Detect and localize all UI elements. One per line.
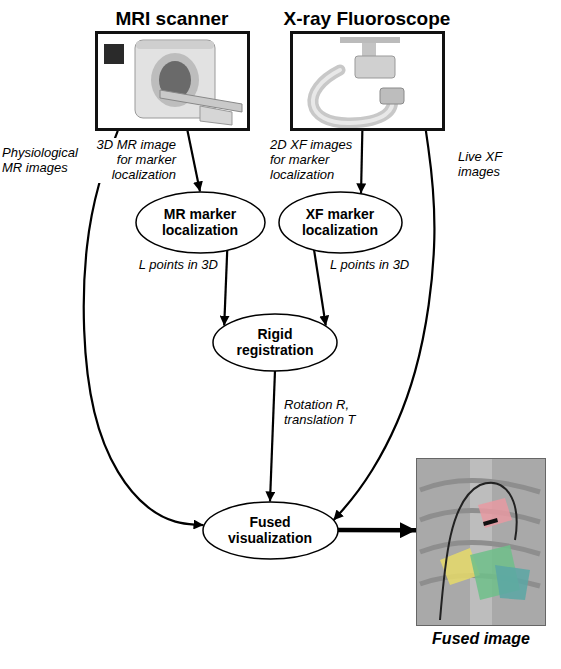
edge-label: L points in 3D [330, 258, 430, 273]
flow-arrow [224, 250, 227, 326]
fluoro-background [417, 459, 545, 625]
picture-frame [95, 31, 250, 131]
device-panel: MRI scanner [93, 8, 252, 131]
node-label: XF marker localization [295, 206, 385, 238]
process-ellipse: Fused visualization [202, 501, 339, 560]
device-heading: Fused image [414, 629, 548, 648]
ellipse-shape [279, 192, 402, 253]
edge-label: L points in 3D [124, 258, 218, 273]
flow-arrow [270, 371, 275, 502]
x-ray-tube [380, 88, 404, 104]
node-label: MR marker localization [153, 206, 248, 238]
node-label: Rigid registration [232, 326, 319, 358]
catheter-marker [483, 518, 498, 526]
mri-scanner-picture [104, 40, 242, 125]
edge-label: Live XF images [458, 150, 520, 180]
flow-arrow [188, 131, 201, 192]
edge-label: Physiological MR images [2, 146, 88, 176]
picture-frame [416, 458, 546, 626]
ellipse-shape [203, 502, 338, 559]
table-base [200, 106, 232, 125]
device-panel: Fused image [414, 458, 548, 648]
scanner-screen [104, 44, 124, 64]
overlay-region [478, 498, 512, 528]
ellipse-shape [213, 314, 337, 371]
thick-arrow [338, 528, 417, 533]
ellipse-shape [136, 192, 265, 253]
device-panel: X-ray Fluoroscope [282, 8, 453, 131]
fluoroscope-picture [313, 37, 404, 123]
node-label: Fused visualization [223, 514, 318, 546]
flow-arrow [314, 250, 326, 326]
flow-arrow [333, 131, 434, 520]
flow-arrow [84, 131, 204, 525]
ceiling-rail [340, 37, 400, 43]
process-ellipse: MR marker localization [135, 191, 266, 254]
edge-label: 3D MR image for marker localization [90, 138, 176, 183]
device-heading: MRI scanner [93, 8, 252, 31]
picture-frame [290, 31, 445, 131]
edge-label: Rotation R, translation T [284, 398, 376, 428]
flow-arrow [361, 131, 362, 194]
device-heading: X-ray Fluoroscope [282, 8, 453, 31]
process-ellipse: XF marker localization [278, 191, 403, 254]
fused-image-picture [417, 459, 545, 625]
overlay-region [495, 565, 530, 600]
catheter [440, 483, 517, 620]
process-ellipse: Rigid registration [212, 313, 338, 372]
detector [355, 56, 395, 78]
edge-label: 2D XF images for marker localization [270, 138, 356, 183]
gantry-stripe [136, 41, 214, 49]
